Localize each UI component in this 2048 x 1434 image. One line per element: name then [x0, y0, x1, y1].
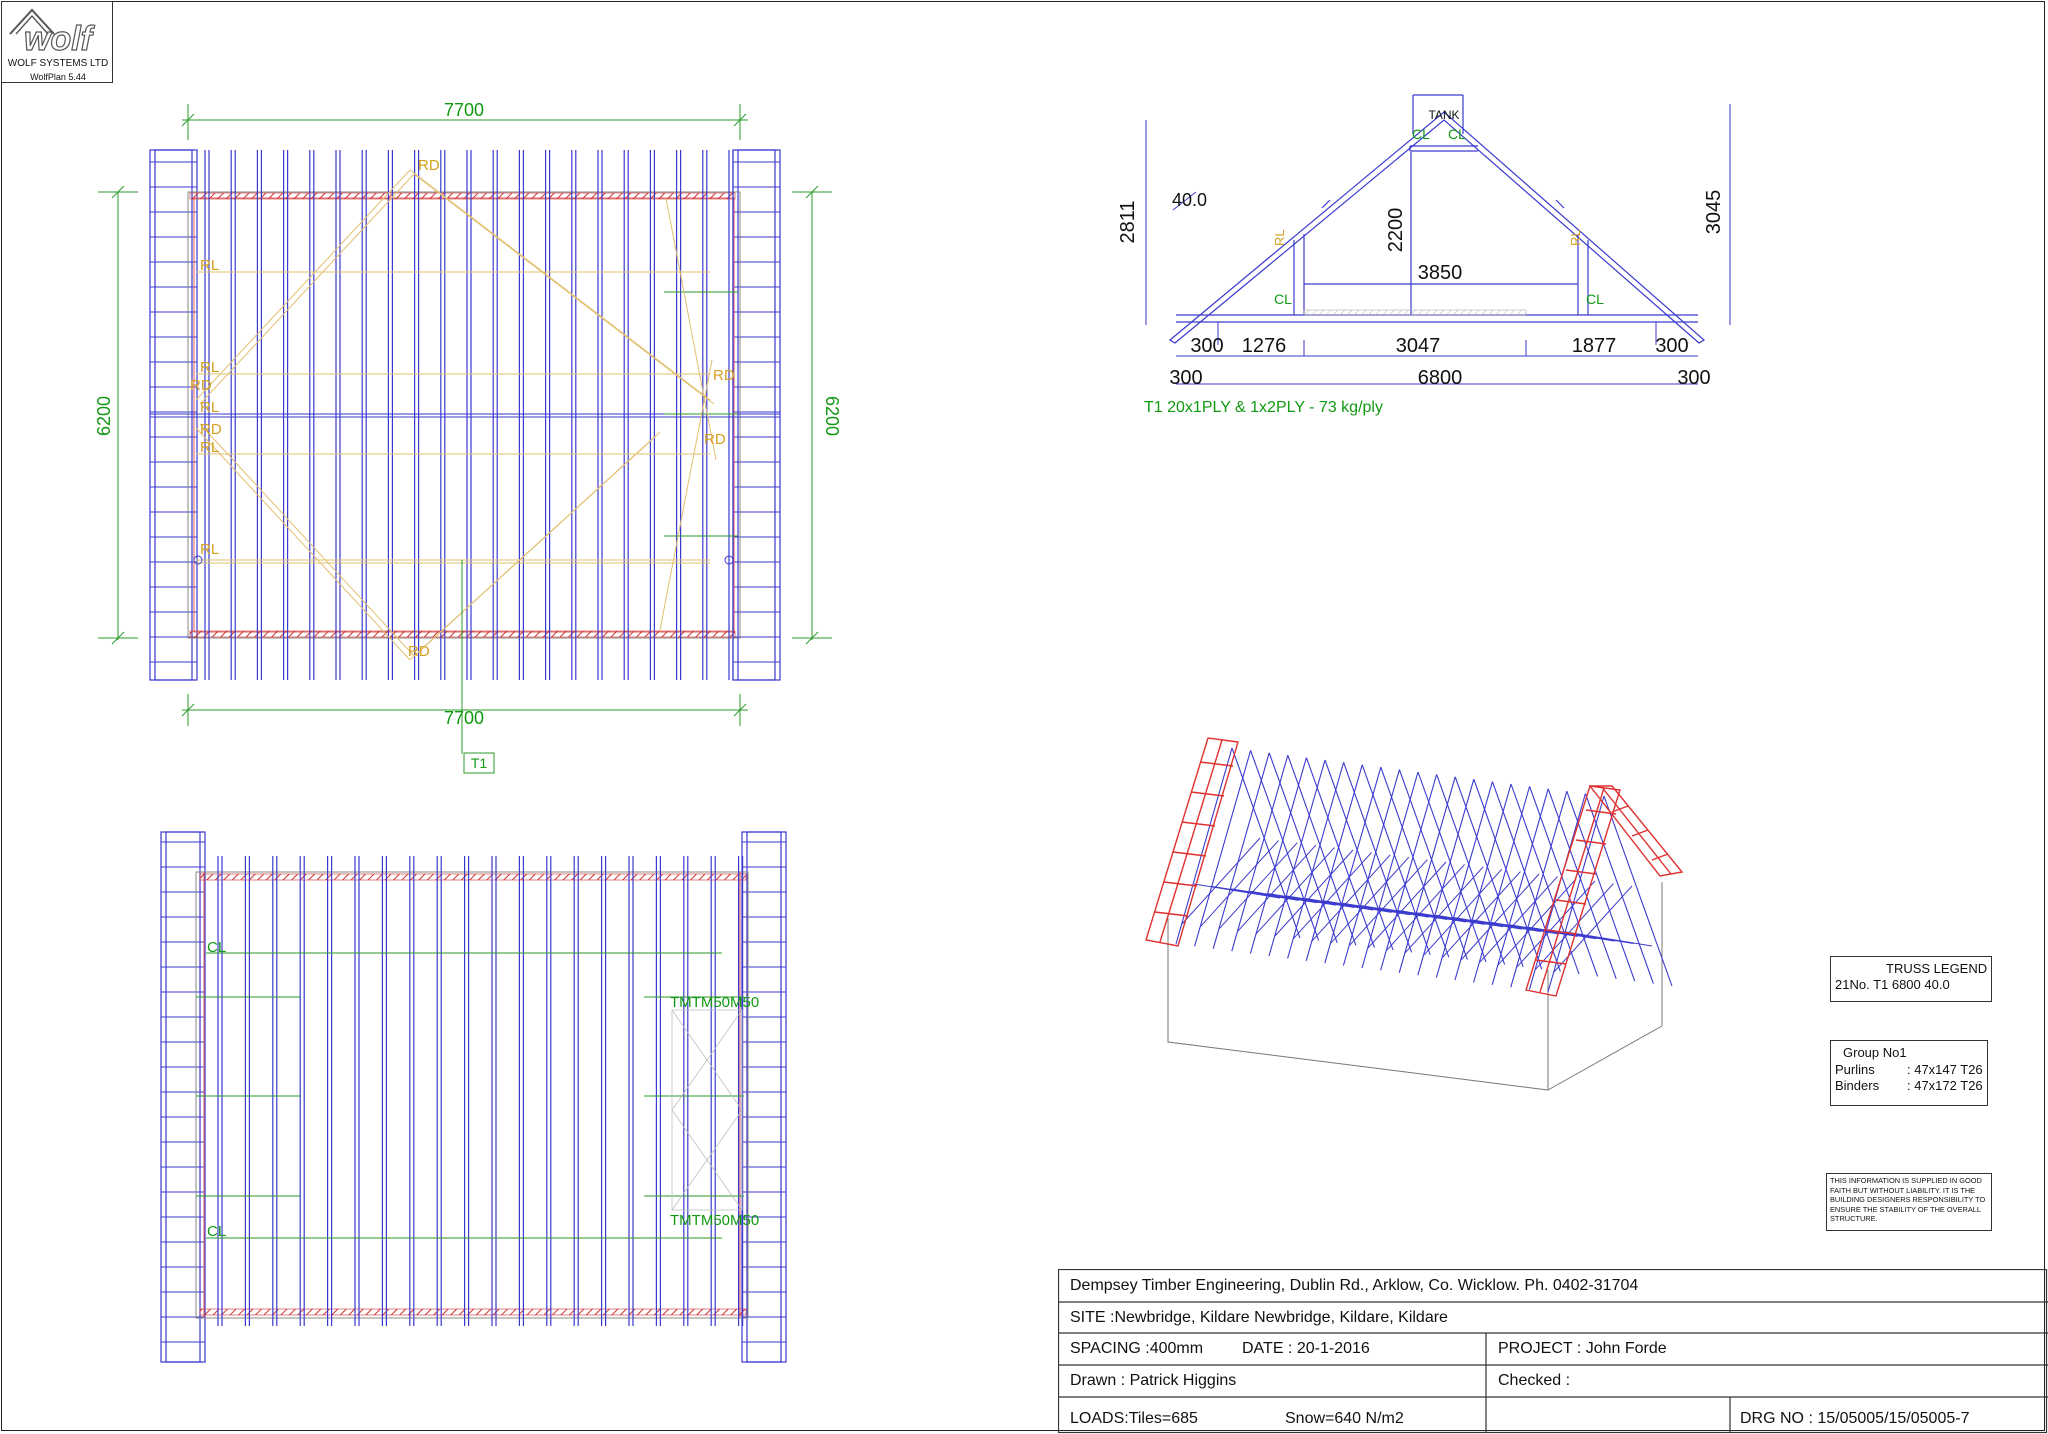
ridge-lines-top	[664, 291, 738, 537]
group-row-name: Purlins	[1835, 1062, 1875, 1077]
room-width: 3850	[1418, 262, 1463, 284]
span-segment: 1276	[1242, 335, 1287, 357]
drawing-number: DRG NO : 15/05005/15/05005-7	[1740, 1410, 1970, 1427]
truss-members-bottom	[217, 856, 744, 1326]
tm-label: TMTM50M50	[670, 1212, 759, 1229]
roof-plan-bottom: CL CL TMTM50M50 TMTM50M50	[160, 831, 787, 1363]
wolf-logo-icon: wolf	[9, 8, 96, 56]
snow-field: Snow=640 N/m2	[1285, 1410, 1404, 1427]
logo-company: WOLF SYSTEMS LTD	[7, 58, 109, 69]
rd-label: RD	[418, 157, 440, 174]
site-line: SITE :Newbridge, Kildare Newbridge, Kild…	[1070, 1309, 1448, 1326]
span-segment: 3047	[1396, 335, 1441, 357]
rl-label: RL	[200, 399, 219, 416]
elevation-dims	[1145, 104, 1731, 385]
floor-boarding	[1303, 309, 1527, 316]
room-height: 2200	[1385, 208, 1407, 253]
truss-elevation: TANK 40.0 2811 3045 2200 3850 300 1276 3…	[1117, 94, 1731, 416]
truss-tag-box	[463, 752, 495, 774]
wallplate-outline	[187, 191, 741, 639]
loads-field: LOADS:Tiles=685	[1070, 1410, 1198, 1427]
pitch-label: 40.0	[1172, 190, 1207, 210]
legend-title: TRUSS LEGEND	[1886, 961, 1988, 976]
collar-lines-bottom	[196, 952, 744, 1239]
rl-label: RL	[1568, 229, 1583, 246]
span-segment: 300	[1655, 335, 1688, 357]
rd-label: RD	[704, 431, 726, 448]
tm-label: TMTM50M50	[670, 994, 759, 1011]
plan-top-dimensions	[98, 104, 832, 726]
cl-label: CL	[1412, 126, 1430, 142]
wallplate-outline-lower	[195, 871, 749, 1319]
isometric-roof-view	[1145, 737, 1684, 1091]
cl-label: CL	[1448, 126, 1466, 142]
overall-dim: 300	[1677, 367, 1710, 389]
liability-disclaimer: THIS INFORMATION IS SUPPLIED IN GOOD FAI…	[1826, 1173, 1992, 1231]
trusses-3d	[1175, 747, 1673, 993]
dim-top-length: 7700	[444, 100, 484, 120]
top-hatched-plate-lower	[199, 873, 747, 881]
group-legend: Group No1 Purlins : 47x147 T26 Binders :…	[1830, 1040, 1988, 1106]
height-left: 2811	[1117, 200, 1139, 243]
truss-legend: TRUSS LEGEND 21No. T1 6800 40.0	[1830, 956, 1992, 1002]
walls-3d	[1167, 882, 1663, 1091]
truss-tag: T1	[471, 755, 488, 771]
logo-version: WolfPlan 5.44	[30, 72, 86, 82]
spacing-field: SPACING :400mm	[1070, 1340, 1204, 1357]
date-field: DATE : 20-1-2016	[1242, 1340, 1370, 1357]
gable-left-3d	[1145, 737, 1239, 947]
checked-by: Checked :	[1498, 1372, 1571, 1389]
cl-label: CL	[207, 1223, 226, 1240]
rl-label: RL	[200, 541, 219, 558]
dim-right-width: 6200	[822, 396, 842, 436]
rd-label: RD	[408, 643, 430, 660]
bottom-hatched-plate-lower	[199, 1308, 747, 1316]
rd-label: RD	[200, 421, 222, 438]
rl-label: RL	[1272, 229, 1287, 246]
right-gable-ladder-lower	[741, 831, 787, 1363]
group-title: Group No1	[1843, 1045, 1907, 1060]
cl-label: CL	[1586, 291, 1604, 307]
rl-label: RL	[200, 257, 219, 274]
span-segment: 300	[1190, 335, 1223, 357]
rl-label: RL	[200, 359, 219, 376]
project-field: PROJECT : John Forde	[1498, 1340, 1667, 1357]
title-block: Dempsey Timber Engineering, Dublin Rd., …	[1058, 1269, 2048, 1434]
overall-dim: 6800	[1418, 367, 1463, 389]
company-line: Dempsey Timber Engineering, Dublin Rd., …	[1070, 1277, 1639, 1294]
left-gable-ladder-lower	[160, 831, 206, 1363]
rd-label: RD	[190, 377, 212, 394]
left-gable-ladder	[149, 149, 198, 681]
rl-label: RL	[200, 439, 219, 456]
logo-wordmark: wolf	[24, 20, 96, 56]
tank-label: TANK	[1428, 108, 1459, 122]
group-row-value: : 47x172 T26	[1907, 1078, 1983, 1093]
company-logo: wolf WOLF SYSTEMS LTD WolfPlan 5.44	[1, 1, 113, 83]
truss-profile	[1168, 94, 1706, 344]
cl-label: CL	[207, 939, 226, 956]
drawn-by: Drawn : Patrick Higgins	[1070, 1372, 1237, 1389]
diagonal-braces-top	[195, 169, 717, 661]
height-right: 3045	[1703, 190, 1725, 235]
title-block-grid	[1058, 1269, 2048, 1434]
span-segment: 1877	[1572, 335, 1617, 357]
inner-plate	[193, 197, 735, 633]
top-hatched-plate	[189, 192, 736, 200]
group-row-name: Binders	[1835, 1078, 1880, 1093]
roof-plan-top: T1 7700 7700 6200 6200	[94, 100, 842, 774]
gable-right-3d	[1525, 785, 1684, 997]
cl-label: CL	[1274, 291, 1292, 307]
truss-members-top	[204, 150, 734, 680]
dim-left-width: 6200	[94, 396, 114, 436]
group-row-value: : 47x147 T26	[1907, 1062, 1983, 1077]
truss-spec: T1 20x1PLY & 1x2PLY - 73 kg/ply	[1144, 399, 1383, 416]
legend-row: 21No. T1 6800 40.0	[1835, 977, 1950, 992]
overall-dim: 300	[1169, 367, 1202, 389]
rd-label: RD	[713, 367, 735, 384]
dim-bottom-length: 7700	[444, 708, 484, 728]
tank-bay-bracing	[671, 1009, 743, 1211]
